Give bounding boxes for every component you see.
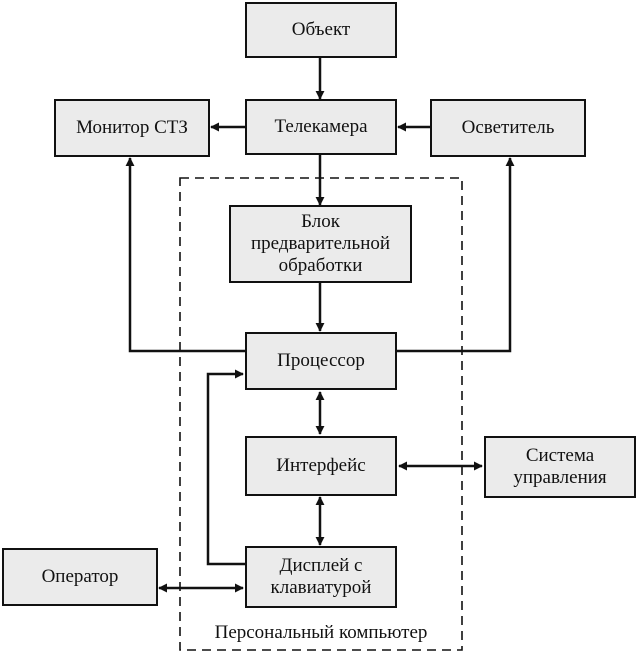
illuminator-label: Осветитель [461, 117, 555, 138]
operator-block: Оператор [2, 548, 158, 606]
control-system-label: Система управления [513, 445, 607, 488]
interface-label: Интерфейс [276, 455, 366, 476]
operator-label: Оператор [41, 566, 119, 587]
illuminator-block: Осветитель [430, 99, 586, 157]
object-block: Объект [245, 2, 397, 58]
arrow-processor-monitor [125, 157, 245, 353]
preprocessing-block: Блок предварительной обработки [229, 205, 412, 283]
processor-label: Процессор [277, 350, 365, 371]
interface-block: Интерфейс [245, 436, 397, 496]
object-label: Объект [291, 19, 351, 40]
arrow-display-processor [206, 369, 245, 566]
display-label: Дисплей с клавиатурой [270, 555, 372, 598]
preprocessing-label: Блок предварительной обработки [250, 211, 391, 276]
monitor-label: Монитор СТЗ [76, 117, 188, 138]
pc-group-label: Персональный компьютер [214, 622, 428, 643]
control-system-block: Система управления [484, 436, 636, 498]
camera-label: Телекамера [274, 116, 368, 137]
display-block: Дисплей с клавиатурой [245, 546, 397, 608]
arrow-processor-illuminator [397, 157, 515, 353]
monitor-block: Монитор СТЗ [54, 99, 210, 157]
processor-block: Процессор [245, 332, 397, 390]
camera-block: Телекамера [245, 99, 397, 155]
